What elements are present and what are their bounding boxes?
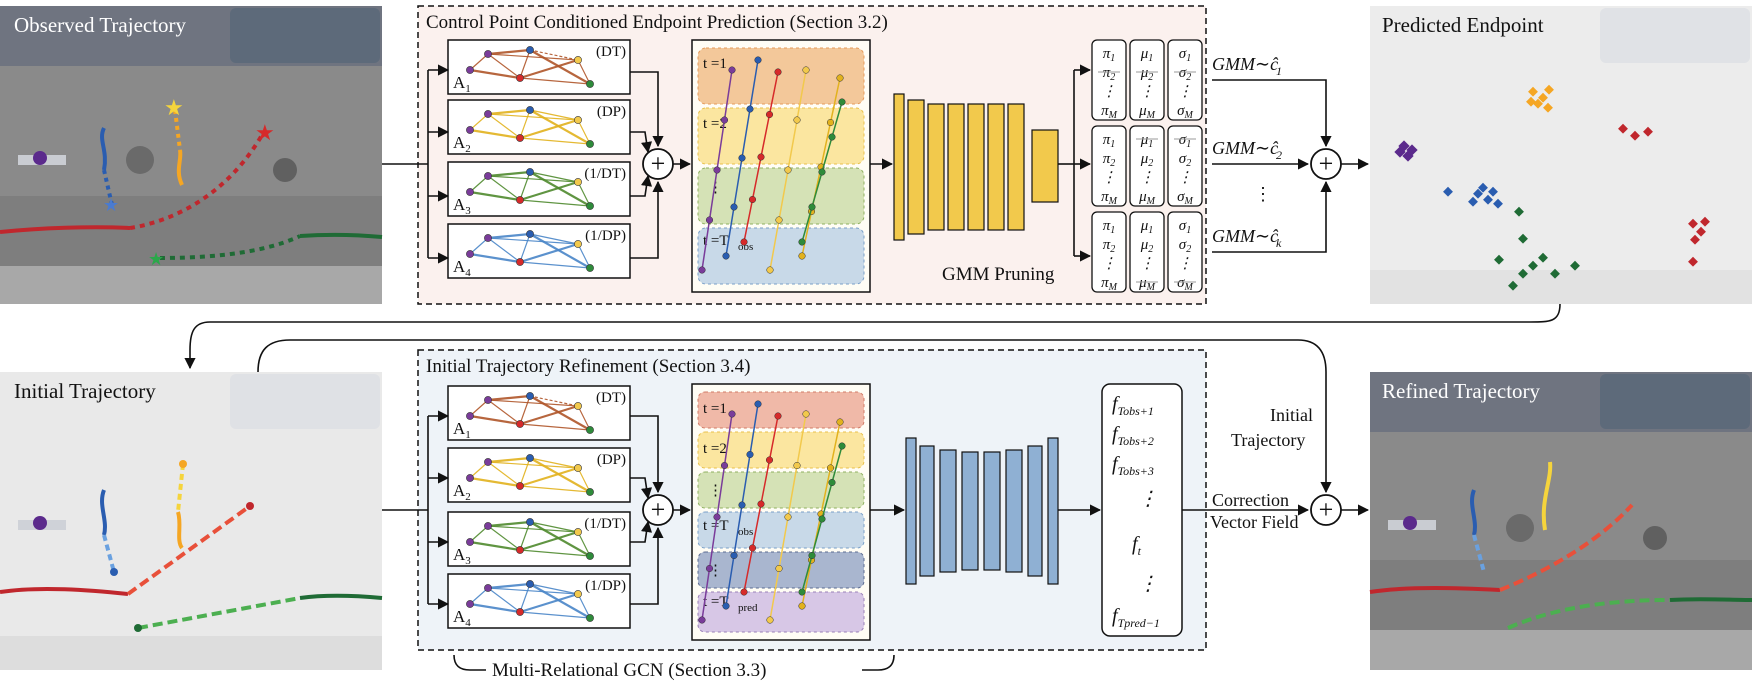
- initial-trajectory-label: Initial: [1270, 405, 1313, 425]
- initial-trajectory-title: Initial Trajectory: [14, 379, 156, 403]
- timestep-subscript: obs: [738, 526, 753, 538]
- svg-text:⋮: ⋮: [1140, 256, 1155, 272]
- predicted-endpoint-title: Predicted Endpoint: [1382, 13, 1544, 37]
- relation-graph-a2: A2(DP): [447, 99, 631, 155]
- gcn-label: Multi-Relational GCN (Section 3.3): [492, 660, 766, 681]
- star-icon: ★: [103, 195, 119, 215]
- timestep-panel-top: t =1 t =2 ⋮ t =T obs: [691, 39, 871, 293]
- relation-graph-a4: A4(1/DP): [447, 573, 631, 629]
- timestep-label: t =1: [703, 56, 727, 72]
- timestep-label: ⋮: [708, 180, 723, 196]
- correction-label: Correction: [1212, 490, 1289, 510]
- graph-tag: (1/DT): [584, 516, 626, 532]
- initial-trajectory-panel: Initial Trajectory: [0, 372, 383, 670]
- gmm-label-2-sub: 2: [1276, 148, 1282, 162]
- svg-text:⋮: ⋮: [1140, 170, 1155, 186]
- gmm-label-k-sub: k: [1276, 236, 1282, 250]
- observed-trajectory-title: Observed Trajectory: [14, 13, 187, 37]
- star-icon: ★: [255, 120, 275, 145]
- relation-graph-a3: A3(1/DT): [447, 161, 631, 217]
- svg-text:⋮: ⋮: [1178, 84, 1193, 100]
- timestep-label: t =1: [703, 401, 727, 417]
- refined-trajectory-panel: Refined Trajectory: [1369, 372, 1752, 670]
- plus-icon: +: [642, 494, 674, 526]
- f-item: ft: [1132, 533, 1142, 558]
- initial-trajectory-label: Trajectory: [1231, 430, 1305, 450]
- svg-text:+: +: [651, 495, 666, 524]
- star-icon: ★: [148, 249, 164, 269]
- svg-text:⋮: ⋮: [1178, 170, 1193, 186]
- relation-graph-a4: A4(1/DP): [447, 223, 631, 279]
- relation-graph-a2: A2(DP): [447, 447, 631, 503]
- f-item: ⋮: [1138, 488, 1158, 510]
- graph-tag: (1/DP): [585, 578, 626, 594]
- svg-text:⋮: ⋮: [1178, 256, 1193, 272]
- refined-trajectory-title: Refined Trajectory: [1382, 379, 1541, 403]
- relation-graph-a3: A3(1/DT): [447, 511, 631, 567]
- svg-text:+: +: [1319, 495, 1334, 524]
- gmm-label-1: GMM∼ĉ: [1212, 54, 1279, 74]
- graph-tag: (1/DP): [585, 228, 626, 244]
- svg-text:⋮: ⋮: [1140, 84, 1155, 100]
- observed-trajectory-panel: Observed Trajectory ★ ★ ★ ★: [0, 6, 383, 304]
- correction-label: Vector Field: [1210, 512, 1298, 532]
- graph-tag: (DP): [597, 104, 626, 120]
- refinement-encoder: [905, 437, 1059, 585]
- gmm-label-k: GMM∼ĉ: [1212, 226, 1279, 246]
- svg-text:⋮: ⋮: [1102, 256, 1117, 272]
- plus-icon: +: [1310, 494, 1342, 526]
- graph-tag: (1/DT): [584, 166, 626, 182]
- timestep-label: t =2: [703, 116, 727, 132]
- graph-tag: (DP): [597, 452, 626, 468]
- svg-text:+: +: [651, 149, 666, 178]
- relation-graph-a1: A1(DT): [447, 39, 631, 95]
- graph-tag: (DT): [596, 44, 626, 60]
- svg-text:⋮: ⋮: [1102, 170, 1117, 186]
- timestep-subscript: pred: [738, 602, 758, 614]
- f-item: ⋮: [1138, 573, 1158, 595]
- timestep-panel-bottom: t =1 t =2 ⋮ t =T obs ⋮ t =T pred: [691, 383, 871, 641]
- svg-text:+: +: [1319, 149, 1334, 178]
- endpoint-encoder: [893, 93, 1059, 241]
- timestep-label: t =T: [703, 594, 729, 610]
- relation-graph-a1: A1(DT): [447, 385, 631, 441]
- predicted-endpoint-panel: Predicted Endpoint: [1370, 6, 1752, 304]
- graph-tag: (DT): [596, 390, 626, 406]
- star-icon: ★: [164, 95, 184, 120]
- gmm-label-1-sub: 1: [1276, 64, 1282, 78]
- timestep-label: t =T: [703, 233, 729, 249]
- svg-text:⋮: ⋮: [1102, 84, 1117, 100]
- trajectory-refinement-title: Initial Trajectory Refinement (Section 3…: [426, 356, 751, 377]
- plus-icon: +: [1310, 148, 1342, 180]
- gmm-label-2: GMM∼ĉ: [1212, 138, 1279, 158]
- gmm-ellipsis: ⋮: [1254, 184, 1272, 204]
- timestep-label: t =2: [703, 441, 727, 457]
- timestep-label: ⋮: [708, 483, 723, 499]
- gmm-pruning-label: GMM Pruning: [942, 264, 1055, 285]
- endpoint-prediction-title: Control Point Conditioned Endpoint Predi…: [426, 12, 888, 33]
- flow-arrows: [184, 64, 1561, 671]
- plus-icon: +: [642, 148, 674, 180]
